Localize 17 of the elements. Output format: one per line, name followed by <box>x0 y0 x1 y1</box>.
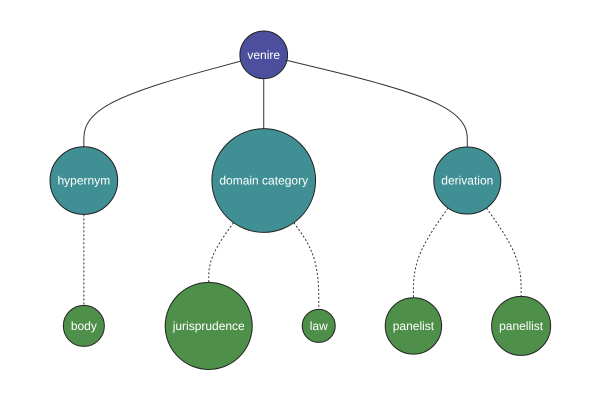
node-circle: hypernym <box>49 146 118 215</box>
node-circle: panellist <box>490 296 551 356</box>
connector <box>208 222 234 283</box>
connector <box>486 207 522 297</box>
node-circle: body <box>62 304 105 347</box>
connector <box>286 60 468 148</box>
node-circle: panelist <box>384 297 442 354</box>
node-circle: venire <box>239 30 288 79</box>
node-circle: derivation <box>432 146 501 214</box>
connector <box>293 222 319 310</box>
connector <box>412 207 448 298</box>
node-circle: jurisprudence <box>164 282 252 370</box>
connector <box>83 214 84 306</box>
connector <box>83 60 241 147</box>
node-circle: law <box>301 308 336 343</box>
connector <box>262 78 264 129</box>
node-circle: domain category <box>211 128 316 233</box>
